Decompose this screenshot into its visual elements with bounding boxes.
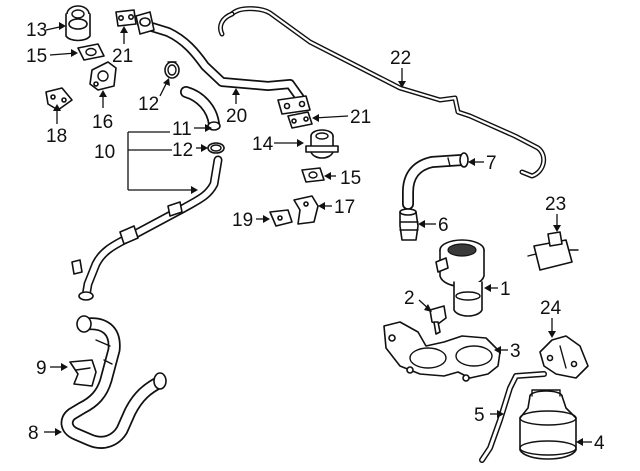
callout-15-upper: 15 (26, 46, 47, 67)
callout-3: 3 (510, 341, 521, 362)
part-17-bracket (293, 195, 319, 225)
callout-18: 18 (46, 126, 67, 147)
part-15-gasket-upper (77, 43, 105, 61)
callout-15-middle: 15 (340, 168, 361, 189)
callout-11: 11 (172, 119, 192, 140)
part-14-combi-valve (305, 129, 339, 159)
part-23-solenoid-valve (527, 231, 579, 271)
callout-21-middle: 21 (350, 107, 371, 128)
part-8-lower-hose (60, 315, 167, 449)
callout-1: 1 (500, 279, 511, 300)
callout-4: 4 (594, 433, 605, 454)
part-4-vacuum-reservoir (519, 389, 577, 460)
callout-23: 23 (545, 194, 566, 215)
callout-12-upper: 12 (138, 94, 159, 115)
part-5-vacuum-hose (479, 371, 547, 463)
callout-5: 5 (474, 405, 485, 426)
part-24-bracket (539, 335, 589, 379)
callout-labels: 13 21 15 16 18 12 20 11 10 12 21 14 15 1… (26, 20, 605, 454)
part-3-pump-bracket (383, 321, 501, 382)
callout-14: 14 (252, 134, 274, 155)
part-16-bracket (89, 61, 117, 91)
part-15-gasket-middle (301, 167, 325, 183)
callout-8: 8 (28, 423, 39, 444)
callout-13: 13 (26, 20, 47, 41)
callout-22: 22 (390, 48, 411, 69)
callout-12-lower: 12 (172, 140, 193, 161)
callout-2: 2 (404, 288, 415, 309)
part-19-bracket (269, 209, 293, 227)
callout-20: 20 (226, 106, 247, 127)
callout-16: 16 (92, 112, 113, 133)
part-7-air-hose (402, 152, 469, 210)
part-12-clamp-lower (207, 142, 225, 154)
callout-19: 19 (232, 210, 253, 231)
callout-10: 10 (94, 142, 115, 163)
callout-9: 9 (36, 358, 47, 379)
part-6-connector (399, 208, 419, 241)
part-9-hose-bracket (69, 359, 97, 387)
part-1-air-pump (435, 239, 485, 317)
leader-lines (44, 22, 592, 446)
callout-6: 6 (438, 215, 449, 236)
callout-17: 17 (334, 197, 355, 218)
part-12-clamp-upper (164, 61, 180, 79)
part-21-gasket-upper (115, 9, 137, 27)
part-22-vacuum-line (217, 6, 547, 179)
part-13-combi-valve (65, 5, 91, 42)
callout-7: 7 (486, 153, 497, 174)
part-10-air-pipe-long (71, 155, 223, 301)
part-18-plate (45, 87, 73, 111)
part-2-sensor (429, 305, 447, 335)
part-21-gasket-middle (287, 111, 313, 129)
callout-21-upper: 21 (112, 46, 133, 67)
callout-24: 24 (540, 298, 562, 319)
part-20-air-pipe (135, 11, 311, 115)
